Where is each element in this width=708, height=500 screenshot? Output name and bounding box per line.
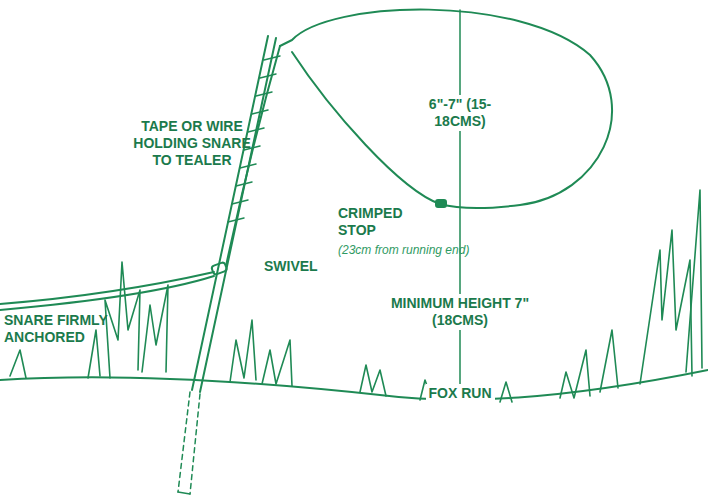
part-label-box: SWIVEL <box>264 258 354 275</box>
dimension-label: MINIMUM HEIGHT 7" (18CMS) <box>380 294 540 330</box>
snare-loop <box>280 10 612 208</box>
part-label-box: CRIMPED STOP <box>338 205 428 239</box>
part-label: FOX RUN <box>426 384 495 403</box>
snare-wire <box>226 46 280 266</box>
anchor-wire <box>0 276 214 310</box>
part-label: SWIVEL <box>264 258 318 274</box>
part-label-box: TAPE OR WIRE HOLDING SNARE TO TEALER <box>122 118 262 169</box>
part-label: TAPE OR WIRE HOLDING SNARE TO TEALER <box>133 118 250 168</box>
part-label: SNARE FIRMLY ANCHORED <box>4 312 107 345</box>
dimension-label-box: MINIMUM HEIGHT 7" (18CMS) <box>380 294 540 330</box>
part-label: CRIMPED STOP <box>338 205 403 238</box>
part-label-box: FOX RUN <box>410 384 510 403</box>
dimension-label: 6"-7" (15-18CMS) <box>412 95 508 131</box>
dimension-line <box>459 10 461 398</box>
crimped-stop <box>436 200 446 207</box>
anchor-wire <box>0 272 214 304</box>
dimension-label-box: 6"-7" (15-18CMS) <box>412 95 508 131</box>
note-label: (23cm from running end) <box>338 243 469 257</box>
grass <box>10 190 702 402</box>
part-label-box: SNARE FIRMLY ANCHORED <box>4 312 116 346</box>
note-label-box: (23cm from running end) <box>338 241 518 259</box>
